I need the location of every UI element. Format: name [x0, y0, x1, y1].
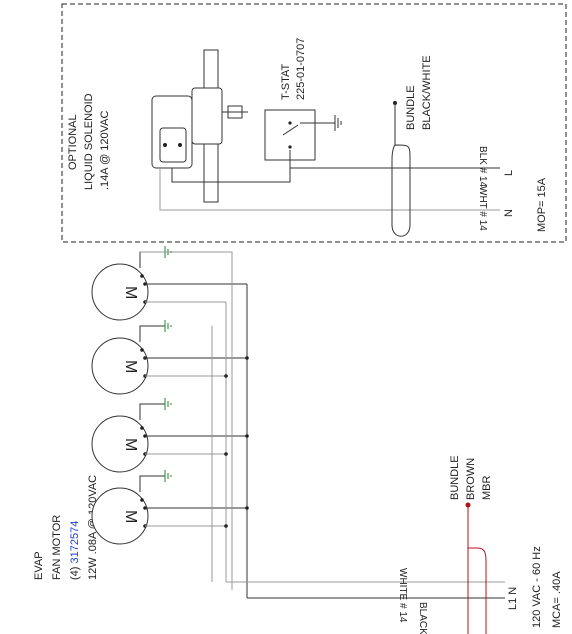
line-n-label: N — [503, 209, 515, 217]
fan-motor-qty-line: (4) 3172574 — [69, 521, 81, 580]
motor-ground-lead — [139, 251, 165, 268]
ground-icon — [164, 398, 172, 410]
motor-circle — [91, 263, 149, 321]
blk-wire-label: BLK # 14 — [477, 146, 488, 188]
main-bundle-color: BROWN — [465, 458, 477, 500]
valve-pipe-bottom — [203, 143, 219, 203]
supply-voltage: 120 VAC - 60 Hz — [531, 546, 543, 628]
tstat-line-wire — [289, 150, 500, 169]
motor-circle — [91, 487, 149, 545]
coil-terminal — [163, 143, 167, 147]
bundle-bw-label: BUNDLE — [405, 85, 417, 130]
wht-wire-label: WHT # 14 — [477, 186, 488, 231]
fan-motor-3: M — [91, 398, 172, 473]
valve-flare-nut — [227, 105, 243, 119]
liquid-solenoid-valve — [151, 49, 248, 203]
tstat-part-number: 225-01-0707 — [295, 38, 307, 100]
main-bundle-label: BUNDLE — [449, 455, 461, 500]
optional-title: OPTIONAL — [67, 114, 79, 170]
solenoid-label: LIQUID SOLENOID — [83, 93, 95, 190]
fan-motor-1: M — [91, 246, 172, 321]
valve-pipe-top — [203, 49, 219, 89]
solenoid-lead-wire — [171, 150, 291, 183]
valve-body — [191, 87, 223, 145]
optional-dashed-box — [61, 3, 567, 243]
tstat-terminal — [288, 145, 292, 149]
coil-terminal — [178, 143, 182, 147]
fan-motor-4: M — [91, 470, 172, 545]
motor-circle — [91, 415, 149, 473]
fan-motor-2: M — [91, 320, 172, 395]
bundle-bw-loop — [391, 144, 411, 237]
ground-icon — [164, 470, 172, 482]
motor-symbol: M — [122, 438, 139, 451]
supply-mca: MCA= .40A — [551, 571, 563, 628]
white-wire-label: WHITE # 14 — [397, 568, 408, 623]
motor-symbol: M — [122, 510, 139, 523]
evap-label: EVAP — [33, 551, 45, 580]
tstat-terminal — [288, 121, 292, 125]
main-bundle-loop — [468, 547, 487, 634]
motor-symbol: M — [122, 360, 139, 373]
black-wire-label: BLACK # 14 — [417, 602, 428, 634]
ground-rail — [140, 251, 233, 590]
motor-ground-lead — [139, 475, 165, 492]
fan-motor-qty: (4) — [69, 567, 81, 580]
tstat-label: T-STAT — [280, 63, 292, 100]
tstat-ground-icon — [334, 115, 342, 131]
fan-motor-label: FAN MOTOR — [51, 515, 63, 580]
supply-terminals: L1 N — [507, 587, 519, 610]
motor-symbol: M — [122, 286, 139, 299]
mop-label: MOP= 15A — [536, 177, 548, 232]
ground-icon — [164, 320, 172, 332]
fan-motor-part-number: 3172574 — [69, 521, 81, 564]
bundle-bw-color: BLACK/WHITE — [421, 55, 433, 130]
line-l-label: L — [503, 170, 515, 176]
motor-circle — [91, 337, 149, 395]
solenoid-neutral-wire — [159, 168, 500, 211]
tstat-contact — [282, 124, 299, 136]
main-bundle-tag: MBR — [481, 476, 493, 501]
motor-ground-lead — [139, 403, 165, 420]
motor-ground-lead — [139, 325, 165, 342]
solenoid-coil-inner — [159, 127, 187, 163]
solenoid-rating: .14A @ 120VAC — [99, 110, 111, 190]
